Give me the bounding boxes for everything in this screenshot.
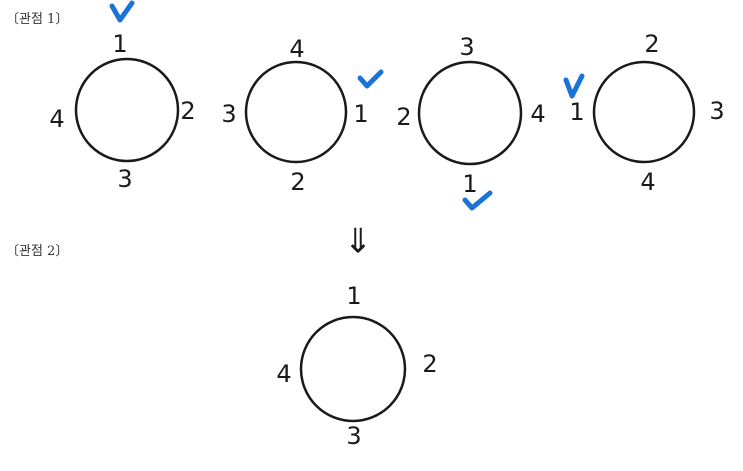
check-icon	[109, 0, 135, 23]
label-top: 3	[459, 33, 474, 61]
label-right: 4	[530, 100, 545, 128]
label-bottom: 3	[346, 422, 361, 450]
circle	[417, 60, 523, 166]
label-left: 3	[221, 100, 236, 128]
label-top: 2	[644, 30, 659, 58]
circle-group-2: 4 1 2 3	[221, 35, 384, 196]
label-top: 1	[346, 282, 361, 310]
label-left: 1	[569, 98, 584, 126]
label-right: 1	[353, 100, 368, 128]
circle-group-1: 1 2 3 4	[49, 0, 196, 193]
down-arrow-icon: ⇓	[344, 222, 373, 262]
circle	[299, 315, 407, 423]
label-top: 4	[289, 35, 304, 63]
circle-group-3: 3 4 1 2	[396, 33, 546, 211]
label-bottom: 2	[290, 168, 305, 196]
check-icon	[563, 73, 585, 99]
check-icon	[462, 190, 493, 211]
circle	[592, 60, 696, 164]
label-bottom: 4	[640, 168, 655, 196]
label-left: 2	[396, 103, 411, 131]
label-right: 2	[422, 350, 437, 378]
label-top: 1	[112, 30, 127, 58]
label-bottom: 1	[462, 170, 477, 198]
result-circle-group: 1 2 3 4	[276, 282, 437, 450]
circle	[74, 57, 180, 163]
label-right: 3	[709, 97, 724, 125]
label-left: 4	[49, 105, 64, 133]
section-label-2: 〔관점 2〕	[6, 244, 69, 259]
check-icon	[357, 69, 384, 89]
label-bottom: 3	[117, 165, 132, 193]
circle-group-4: 2 3 4 1	[563, 30, 725, 196]
label-left: 4	[276, 360, 291, 388]
label-right: 2	[180, 97, 195, 125]
circle	[244, 60, 348, 164]
section-label-1: 〔관점 1〕	[6, 12, 69, 27]
